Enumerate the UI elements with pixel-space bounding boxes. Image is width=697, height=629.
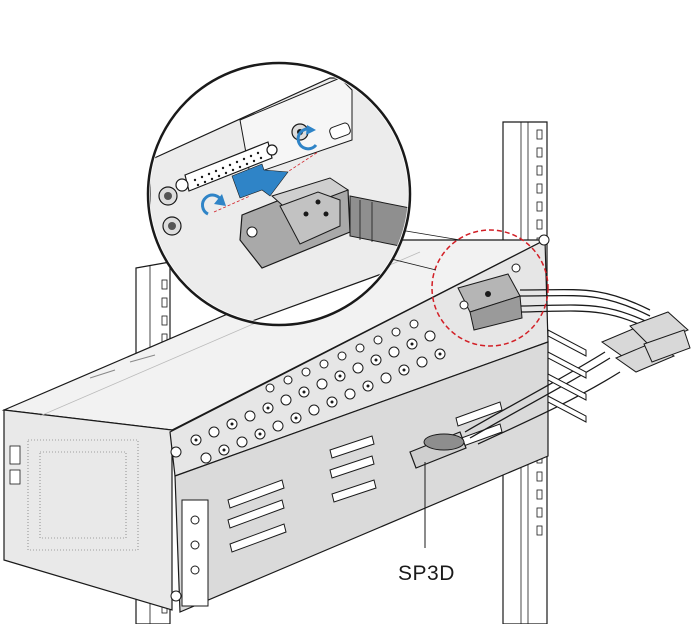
cable-connectors xyxy=(600,311,691,373)
d-sub-port xyxy=(175,141,278,192)
cable-plug xyxy=(239,177,408,269)
panel-connector xyxy=(457,234,550,331)
screw-rotate-icon xyxy=(296,127,318,151)
detail-zoom-view xyxy=(146,61,412,327)
side-bracket xyxy=(170,446,209,607)
rail-cable-clips xyxy=(547,329,587,423)
chassis xyxy=(1,239,549,613)
highlight-circle xyxy=(431,229,549,347)
card-ejectors xyxy=(227,401,503,553)
sp3d-module-handle xyxy=(409,431,467,548)
sp3d-callout-label: SP3D xyxy=(398,562,455,585)
side-vent xyxy=(27,439,139,551)
signal-cables xyxy=(464,288,661,445)
insert-direction-arrow xyxy=(231,163,289,199)
